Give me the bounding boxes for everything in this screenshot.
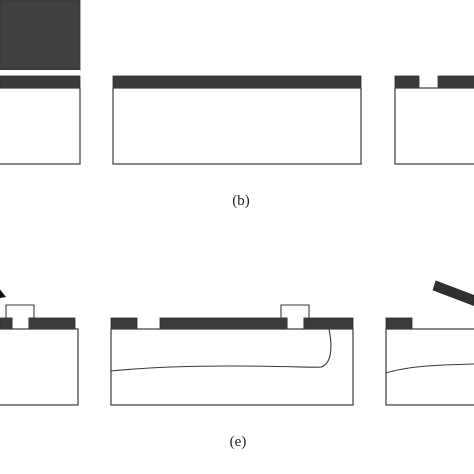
undercut-cavity <box>385 363 474 374</box>
thin-film <box>0 317 76 330</box>
thin-film-left <box>110 317 138 330</box>
substrate <box>385 328 474 406</box>
caption-b: (b) <box>232 193 250 209</box>
arrow-icon <box>0 289 6 298</box>
substrate <box>0 87 81 165</box>
step-a-partial <box>0 0 81 165</box>
substrate <box>112 87 362 165</box>
caption-e: (e) <box>230 434 247 450</box>
released-cantilever <box>432 280 474 307</box>
step-b <box>112 75 362 165</box>
thin-film <box>0 75 81 89</box>
undercut-cavity <box>110 328 332 372</box>
step-f-partial <box>385 280 474 406</box>
step-e <box>110 304 354 406</box>
step-d-partial <box>0 289 79 406</box>
step-c-partial <box>394 75 474 165</box>
substrate <box>0 328 79 406</box>
gap-line <box>0 70 80 76</box>
photoresist-block <box>0 0 81 71</box>
substrate <box>394 87 474 165</box>
thin-film-left <box>394 75 420 89</box>
thin-film-left <box>385 317 413 330</box>
thin-film <box>112 75 362 89</box>
thin-film-right <box>437 75 474 89</box>
thin-film-main <box>159 317 354 330</box>
